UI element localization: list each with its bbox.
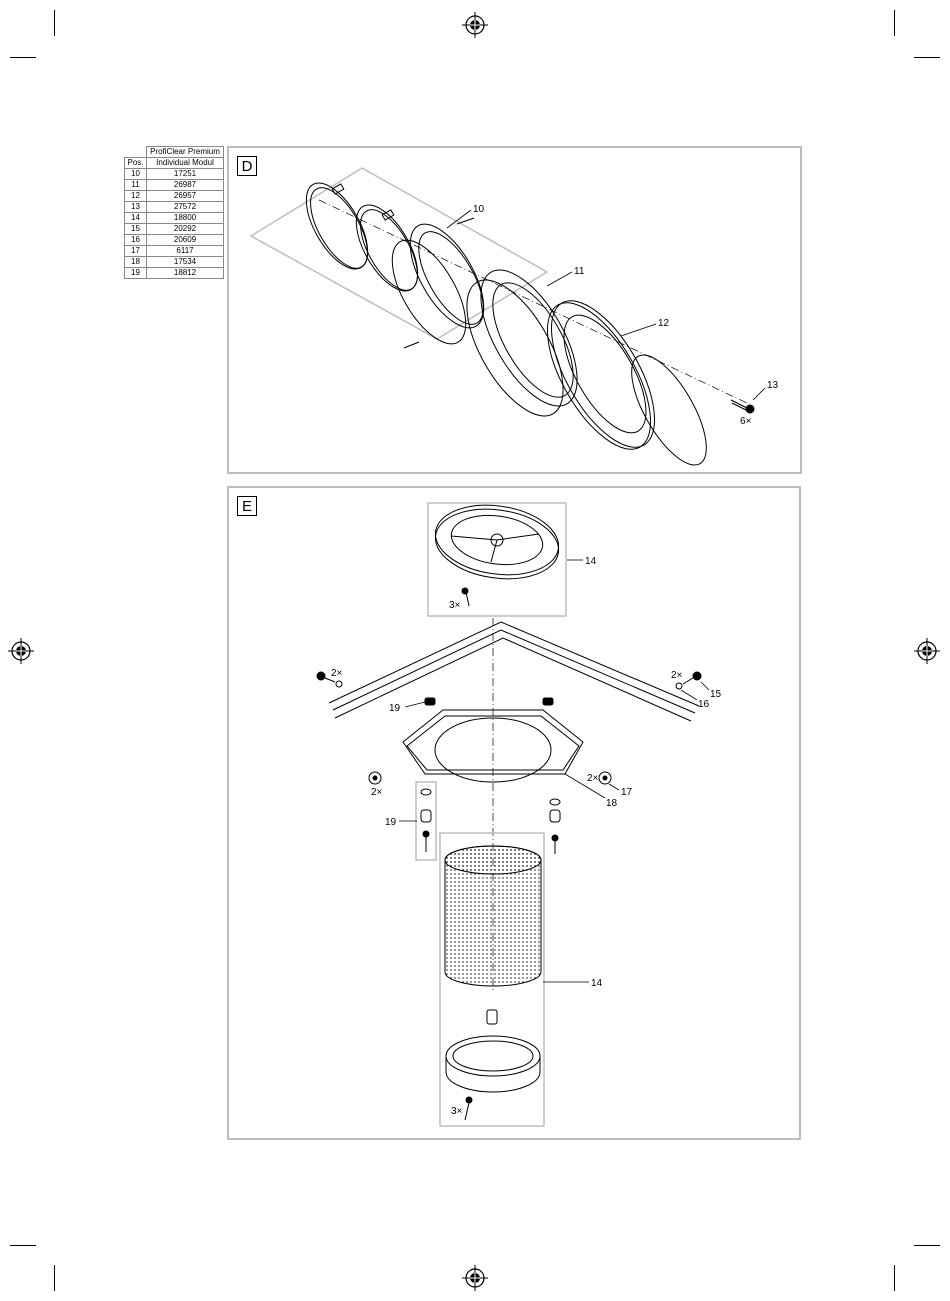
table-cell-part-number: 26957 <box>147 191 224 202</box>
callout-17: 17 <box>621 787 633 798</box>
fixing-set <box>421 789 431 852</box>
table-cell-pos: 19 <box>125 268 147 279</box>
leader-line-12 <box>621 324 656 336</box>
quantity-bottom-screws: 3× <box>451 1106 463 1117</box>
table-cell-pos: 14 <box>125 213 147 224</box>
assembly-group-outline <box>251 168 547 339</box>
table-cell-pos: 10 <box>125 169 147 180</box>
table-header-model-line1: ProfiClear Premium <box>147 147 224 158</box>
screw-icon <box>465 1097 472 1120</box>
mounting-plate <box>527 285 675 465</box>
table-cell-part-number: 20292 <box>147 224 224 235</box>
callout-15: 15 <box>710 689 722 700</box>
latch-icon <box>425 698 553 705</box>
fixing-set <box>550 799 560 854</box>
leader-line-15 <box>701 682 709 690</box>
callout-11: 11 <box>574 266 585 277</box>
callout-12: 12 <box>658 318 670 329</box>
callout-16: 16 <box>698 699 710 710</box>
panel-d-drawing: 10 11 12 13 6× <box>229 148 800 472</box>
table-cell-pos: 11 <box>125 180 147 191</box>
filter-cylinder <box>445 846 541 986</box>
table-cell-part-number: 6117 <box>147 246 224 257</box>
crop-mark <box>914 57 940 58</box>
table-cell-pos: 18 <box>125 257 147 268</box>
table-cell-part-number: 20609 <box>147 235 224 246</box>
table-cell-pos: 17 <box>125 246 147 257</box>
panel-d: D <box>227 146 802 474</box>
table-cell-part-number: 18812 <box>147 268 224 279</box>
hose-clamp <box>344 195 430 300</box>
crop-mark <box>54 10 55 36</box>
grating-disc <box>431 498 563 587</box>
quantity-15: 2× <box>671 670 683 681</box>
table-cell-part-number: 26987 <box>147 180 224 191</box>
table-cell-part-number: 27572 <box>147 202 224 213</box>
quantity-cap-left: 2× <box>371 787 383 798</box>
crop-mark <box>894 1265 895 1291</box>
seal-ring <box>617 344 721 472</box>
registration-mark-icon <box>8 638 34 664</box>
cap-icon <box>599 772 611 784</box>
registration-mark-icon <box>914 638 940 664</box>
crop-mark <box>54 1265 55 1291</box>
crop-mark <box>10 1245 36 1246</box>
leader-line-17 <box>609 784 619 790</box>
leader-line-13 <box>753 388 765 400</box>
callout-18: 18 <box>606 798 618 809</box>
quantity-13: 6× <box>740 416 752 427</box>
callout-19-top: 19 <box>389 703 401 714</box>
quantity-17: 2× <box>587 773 599 784</box>
cap-icon <box>369 772 381 784</box>
table-cell-part-number: 17251 <box>147 169 224 180</box>
callout-19-side: 19 <box>385 817 397 828</box>
leader-line-19-top <box>405 702 425 707</box>
registration-mark-icon <box>462 12 488 38</box>
leader-line-11 <box>547 272 572 286</box>
crop-mark <box>914 1245 940 1246</box>
screw-icon <box>731 400 754 413</box>
crop-mark <box>10 57 36 58</box>
table-cell-pos: 15 <box>125 224 147 235</box>
table-cell-pos: 13 <box>125 202 147 213</box>
panel-e: E 14 3× <box>227 486 801 1140</box>
callout-14-top: 14 <box>585 556 597 567</box>
parts-table: ProfiClear Premium Pos. Individual Modul… <box>124 146 224 279</box>
table-header-model-line2: Individual Modul <box>147 158 224 169</box>
registration-mark-icon <box>462 1265 488 1291</box>
quantity-top-screws: 3× <box>449 600 461 611</box>
table-cell-part-number: 17534 <box>147 257 224 268</box>
tank-corner <box>329 622 699 721</box>
assembly-axis <box>319 200 749 404</box>
screw-icon <box>462 588 469 606</box>
table-cell-pos: 12 <box>125 191 147 202</box>
table-cell-part-number: 18800 <box>147 213 224 224</box>
quantity-left-screws: 2× <box>331 668 343 679</box>
leader-line-10 <box>447 210 471 228</box>
panel-e-drawing: 14 3× 19 2× <box>229 488 799 1138</box>
table-header-empty <box>125 147 147 158</box>
table-header-pos: Pos. <box>125 158 147 169</box>
crop-mark <box>894 10 895 36</box>
callout-14-bottom: 14 <box>591 978 603 989</box>
filter-base <box>446 1010 540 1092</box>
table-cell-pos: 16 <box>125 235 147 246</box>
hose-clamp <box>294 173 380 278</box>
callout-13: 13 <box>767 380 779 391</box>
callout-10: 10 <box>473 204 485 215</box>
leader-line-16 <box>681 690 697 700</box>
table-row: 1418800 <box>125 213 224 224</box>
